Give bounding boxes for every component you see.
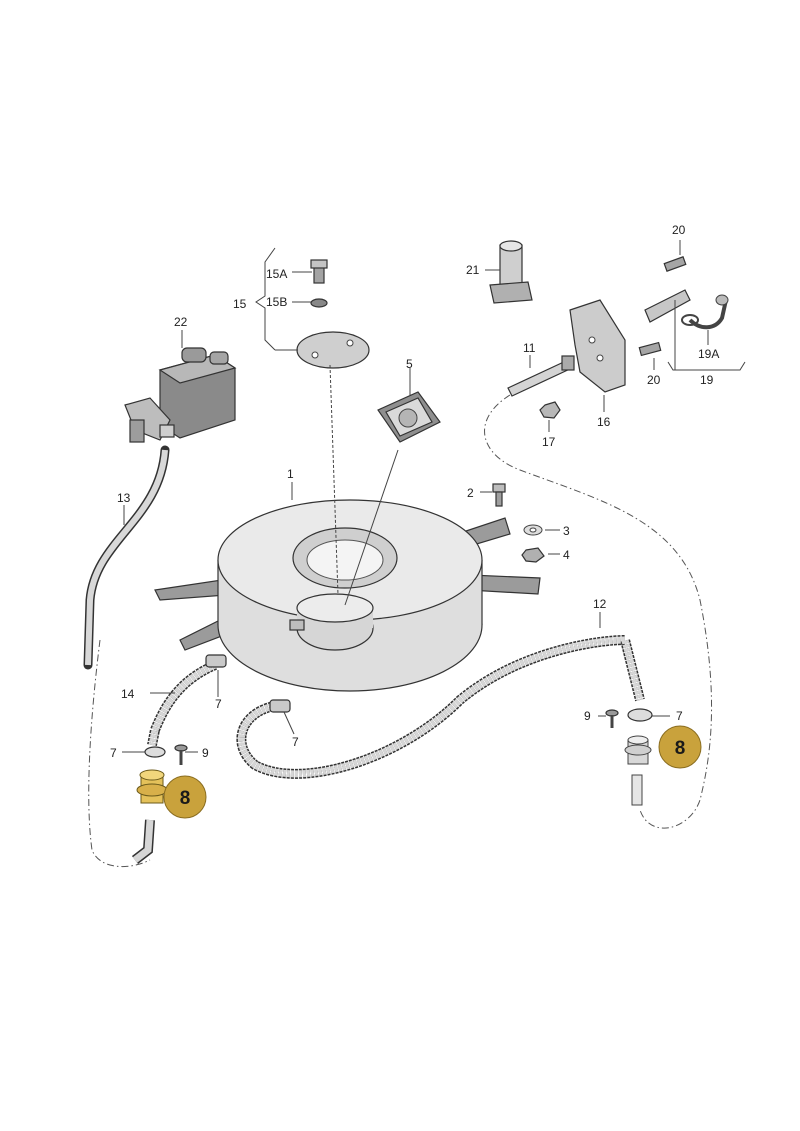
- callout-11: 11: [523, 341, 536, 355]
- sender-unit: [344, 391, 441, 606]
- callout-22: 22: [174, 315, 188, 329]
- nut-17: [539, 401, 561, 419]
- callout-7-d: 7: [676, 709, 683, 723]
- callout-21: 21: [466, 263, 480, 277]
- callout-9-b: 9: [584, 709, 591, 723]
- callout-5: 5: [406, 357, 413, 371]
- callout-12: 12: [593, 597, 607, 611]
- connector-19: [644, 289, 729, 330]
- bolt-2: [492, 483, 506, 507]
- bracket-16: [569, 299, 626, 393]
- callout-15b: 15B: [266, 295, 287, 309]
- fitting-21: [489, 240, 533, 304]
- highlight-badge-right: 8: [658, 725, 702, 769]
- callout-9-a: 9: [202, 746, 209, 760]
- leader-lines: [122, 240, 746, 753]
- callout-15: 15: [233, 297, 247, 311]
- clamp-7-group: [144, 654, 653, 758]
- callout-2: 2: [467, 486, 474, 500]
- nut-4: [521, 547, 545, 563]
- callout-7-b: 7: [110, 746, 117, 760]
- callout-13: 13: [117, 491, 131, 505]
- regulator-valve: [124, 347, 237, 443]
- callout-20-a: 20: [672, 223, 686, 237]
- hose-14: [147, 660, 218, 746]
- svg-text:8: 8: [675, 738, 686, 759]
- highlight-badge-left: 8: [163, 775, 207, 819]
- fitting-8-right: [624, 735, 652, 806]
- routing-dash-line: [88, 394, 713, 868]
- hose-13: [83, 445, 170, 670]
- callout-4: 4: [563, 548, 570, 562]
- fitting-8-left: [136, 769, 168, 804]
- bolt-20-lower: [638, 341, 662, 357]
- callout-1: 1: [287, 467, 294, 481]
- callout-17: 17: [542, 435, 556, 449]
- bolt-20-upper: [663, 256, 687, 272]
- callout-3: 3: [563, 524, 570, 538]
- fuel-tank: [154, 499, 541, 692]
- callout-14: 14: [121, 687, 135, 701]
- callout-19a: 19A: [698, 347, 719, 361]
- screw-9-group: [174, 709, 619, 765]
- pin-11: [507, 355, 575, 397]
- svg-text:8: 8: [180, 788, 191, 809]
- callout-7-c: 7: [292, 735, 299, 749]
- callout-7-a: 7: [215, 697, 222, 711]
- washer-3: [523, 524, 543, 536]
- callout-15a: 15A: [266, 267, 287, 281]
- callout-19: 19: [700, 373, 714, 387]
- callout-20-b: 20: [647, 373, 661, 387]
- callout-16: 16: [597, 415, 611, 429]
